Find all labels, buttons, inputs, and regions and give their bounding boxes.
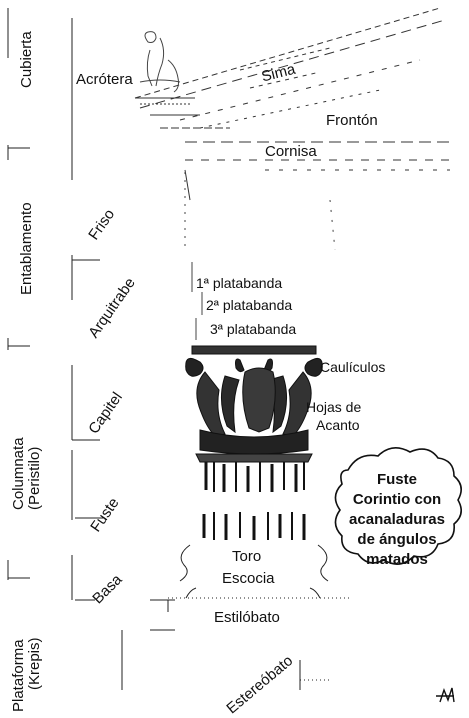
section-columnata-alt: (Peristilo)	[26, 446, 43, 510]
label-estilobato: Estilóbato	[214, 609, 280, 626]
note-line: de ángulos	[357, 531, 437, 548]
corinthian-capital	[185, 345, 323, 463]
note-bubble-text: Fuste Corintio con acanaladuras de ángul…	[331, 470, 463, 570]
acroterion-statue	[139, 31, 181, 93]
column-shaft	[202, 462, 306, 540]
pediment-drawing	[134, 7, 450, 201]
label-platabanda-2: 2ª platabanda	[206, 297, 293, 313]
label-acrotera: Acrótera	[76, 71, 133, 88]
section-columnata: Columnata	[10, 437, 27, 510]
label-platabanda-1: 1ª platabanda	[196, 275, 283, 291]
entablature-lines	[184, 172, 336, 340]
note-line: Corintio con	[352, 491, 442, 508]
label-cornisa: Cornisa	[265, 143, 317, 160]
label-platabanda-3: 3ª platabanda	[210, 321, 297, 337]
section-cubierta: Cubierta	[18, 31, 35, 88]
label-hojas-1: Hojas de	[306, 399, 362, 415]
label-caulicolos: Caulículos	[320, 359, 386, 375]
note-line: acanaladuras	[349, 511, 445, 528]
section-plataforma: Plataforma	[10, 639, 27, 712]
label-hojas-2: Acanto	[316, 417, 360, 433]
label-fronton: Frontón	[326, 112, 378, 129]
label-escocia: Escocia	[222, 570, 275, 587]
signature-mark	[436, 687, 455, 703]
section-plataforma-alt: (Krepis)	[26, 637, 43, 690]
label-toro: Toro	[232, 548, 262, 565]
note-line: matados	[366, 551, 428, 568]
note-bubble	[334, 447, 462, 565]
note-line: Fuste	[376, 471, 417, 488]
column-base	[150, 544, 350, 690]
section-entablamento: Entablamento	[18, 202, 35, 295]
